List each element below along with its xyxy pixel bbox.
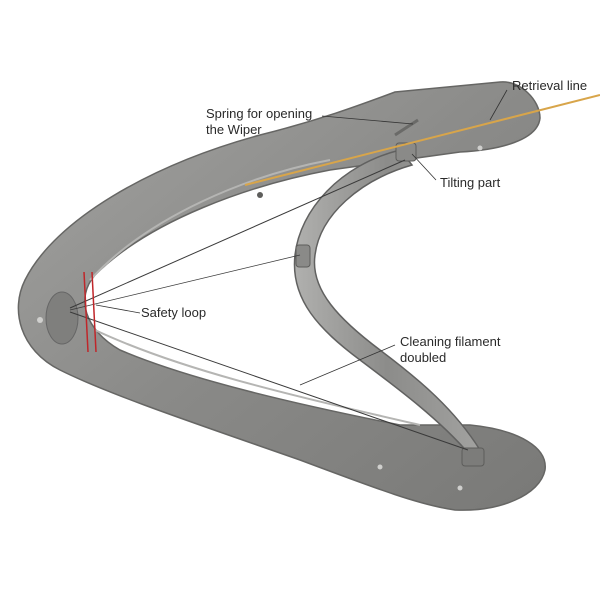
label-spring-line2: the Wiper	[206, 122, 262, 137]
safety-loop-right	[91, 271, 97, 353]
arm-base	[461, 447, 485, 467]
cleaning-filament-mid	[69, 254, 301, 311]
frame-end-cap	[45, 291, 79, 345]
label-spring-line1: Spring for opening	[206, 106, 313, 121]
label-spring: Spring for opening the Wiper	[206, 106, 312, 138]
label-retrieval-line: Retrieval line	[512, 78, 588, 93]
label-cleaning-filament: Cleaning filament doubled	[400, 334, 500, 366]
spring-leader	[321, 115, 414, 125]
retrieval-line	[244, 94, 600, 186]
frame-groove-lower	[94, 329, 421, 426]
arm-hinge	[295, 244, 311, 268]
wiper-frame	[17, 81, 546, 511]
cleaning-filament-upper	[69, 159, 406, 309]
frame-hole	[377, 464, 383, 470]
frame-groove-upper	[89, 159, 331, 281]
label-cleaning-line2: doubled	[400, 350, 447, 365]
cleaning-leader	[299, 344, 396, 386]
retrieval-leader	[489, 89, 508, 121]
tilting-leader	[411, 153, 437, 181]
frame-hole	[457, 485, 463, 491]
spring	[394, 118, 419, 137]
safety-loop-left	[83, 271, 89, 353]
cleaning-filament-lower	[69, 311, 469, 451]
label-tilting-part: Tilting part	[440, 175, 501, 190]
safety-leader	[95, 304, 141, 314]
tilting-part-pivot	[395, 142, 417, 162]
frame-screw	[37, 317, 43, 323]
frame-hole	[257, 192, 263, 198]
frame-hole	[477, 145, 483, 151]
label-safety-loop: Safety loop	[141, 305, 207, 320]
label-cleaning-line1: Cleaning filament	[400, 334, 501, 349]
